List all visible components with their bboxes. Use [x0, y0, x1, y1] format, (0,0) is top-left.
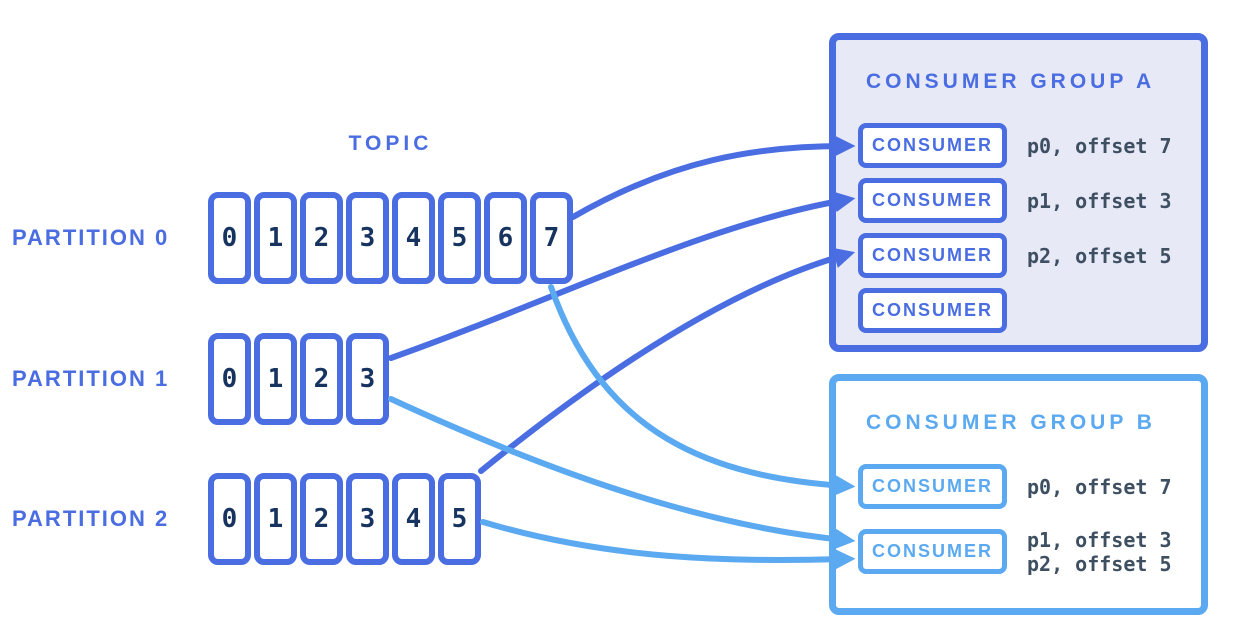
message-cell: 1: [254, 333, 297, 425]
offset-annotation: p2, offset 5: [1027, 244, 1172, 268]
offset-annotation-line: p1, offset 3: [1027, 188, 1172, 213]
offset-annotation-line: p0, offset 7: [1027, 133, 1172, 158]
message-cell: 0: [208, 473, 251, 565]
message-cell: 3: [346, 473, 389, 565]
offset-annotation: p1, offset 3: [1027, 189, 1172, 213]
message-cell: 0: [208, 333, 251, 425]
consumer-row: CONSUMER p2, offset 5: [858, 233, 1172, 278]
consumer-row: CONSUMER p1, offset 3: [858, 178, 1172, 223]
consumer-box: CONSUMER: [858, 233, 1007, 278]
topic-label: TOPIC: [348, 132, 433, 155]
message-cell: 1: [254, 192, 297, 284]
consumer-box: CONSUMER: [858, 123, 1007, 168]
consumer-box: CONSUMER: [858, 288, 1007, 333]
message-cell: 4: [392, 473, 435, 565]
partition-2-label: PARTITION 2: [12, 506, 170, 531]
partition-1-label: PARTITION 1: [12, 366, 170, 391]
offset-annotation-line: p2, offset 5: [1027, 243, 1172, 268]
message-cell: 6: [484, 192, 527, 284]
consumer-box: CONSUMER: [858, 464, 1007, 509]
message-cell: 4: [392, 192, 435, 284]
message-cell: 2: [300, 192, 343, 284]
offset-annotation-line: p2, offset 5: [1027, 551, 1172, 576]
consumer-row: CONSUMER p0, offset 7: [858, 123, 1172, 168]
message-cell: 5: [438, 192, 481, 284]
consumer-box: CONSUMER: [858, 529, 1007, 574]
offset-annotation: p0, offset 7: [1027, 134, 1172, 158]
consumer-box: CONSUMER: [858, 178, 1007, 223]
message-cell: 1: [254, 473, 297, 565]
partition-0-label: PARTITION 0: [12, 225, 170, 250]
message-cell: 2: [300, 473, 343, 565]
consumer-group-a-title: CONSUMER GROUP A: [866, 70, 1156, 93]
consumer-group-b-title: CONSUMER GROUP B: [866, 411, 1156, 434]
offset-annotation-line: p0, offset 7: [1027, 474, 1172, 499]
message-cell: 3: [346, 192, 389, 284]
message-cell: 0: [208, 192, 251, 284]
message-cell: 5: [438, 473, 481, 565]
consumer-row: CONSUMER: [858, 288, 1007, 333]
message-cell: 7: [530, 192, 573, 284]
message-cell: 2: [300, 333, 343, 425]
offset-annotation: p0, offset 7: [1027, 475, 1172, 499]
message-cell: 3: [346, 333, 389, 425]
offset-annotation-line: p1, offset 3: [1027, 527, 1172, 552]
consumer-row: CONSUMER p0, offset 7: [858, 464, 1172, 509]
